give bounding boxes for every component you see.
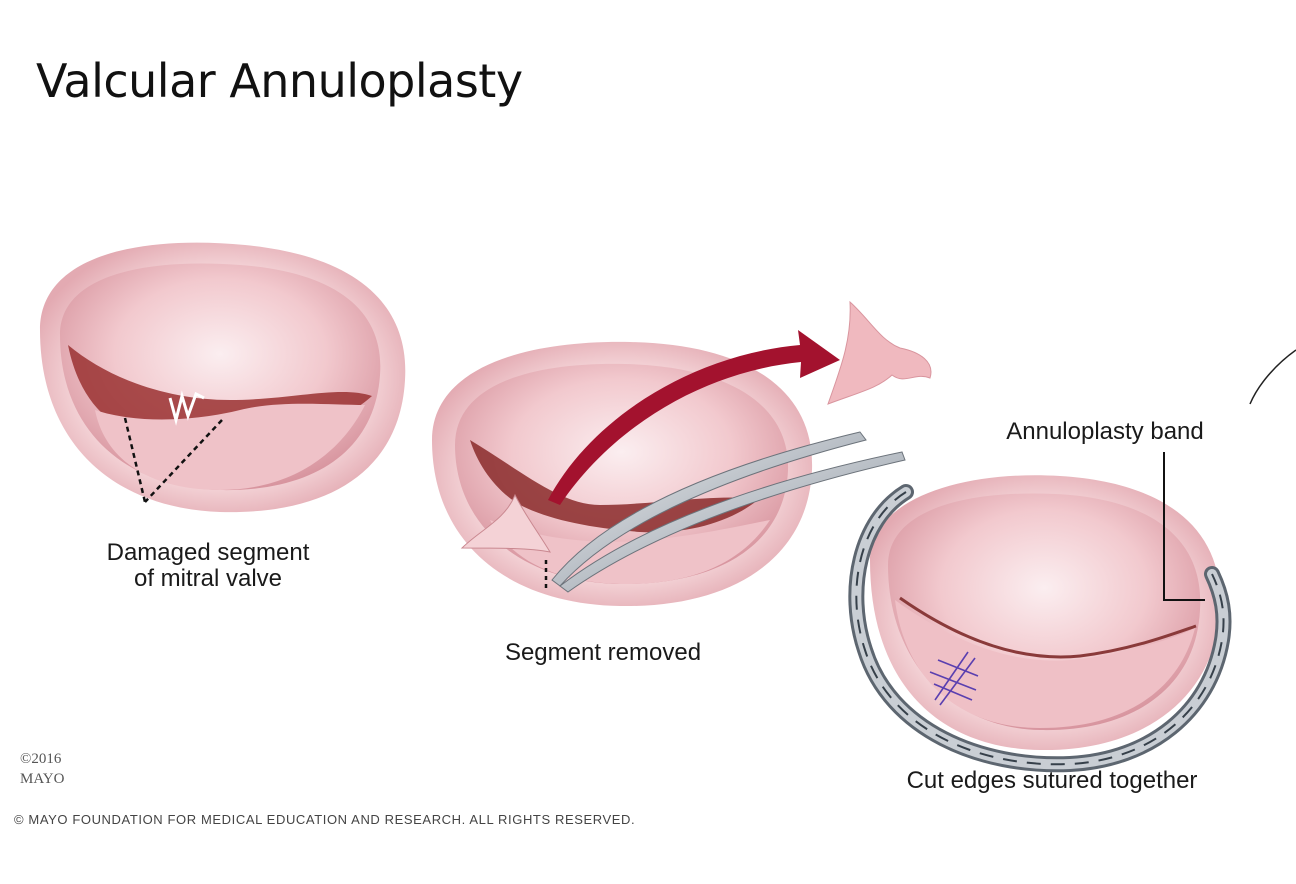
- pen-stroke: [1249, 349, 1296, 405]
- copyright-year: ©2016: [20, 751, 62, 767]
- label-annuloplasty-band: Annuloplasty band: [1006, 418, 1204, 445]
- sutured-valve-drawing: [848, 452, 1232, 773]
- label-segment-removed: Segment removed: [504, 639, 702, 666]
- copyright-year-block: ©2016 MAYO: [20, 749, 64, 789]
- label-damaged-segment: Damaged segment of mitral valve: [70, 540, 346, 592]
- copyright-org: MAYO: [20, 771, 65, 787]
- copyright-footer: © MAYO FOUNDATION FOR MEDICAL EDUCATION …: [14, 812, 636, 827]
- slide-title: Valcular Annuloplasty: [36, 54, 523, 108]
- damaged-valve-drawing: [40, 242, 406, 513]
- label-damaged-line1: Damaged segment: [106, 539, 310, 566]
- label-damaged-line2: of mitral valve: [133, 565, 283, 592]
- segment-removed-valve-drawing: [432, 300, 932, 607]
- label-cut-edges: Cut edges sutured together: [906, 767, 1198, 794]
- suture-marks: [929, 651, 979, 706]
